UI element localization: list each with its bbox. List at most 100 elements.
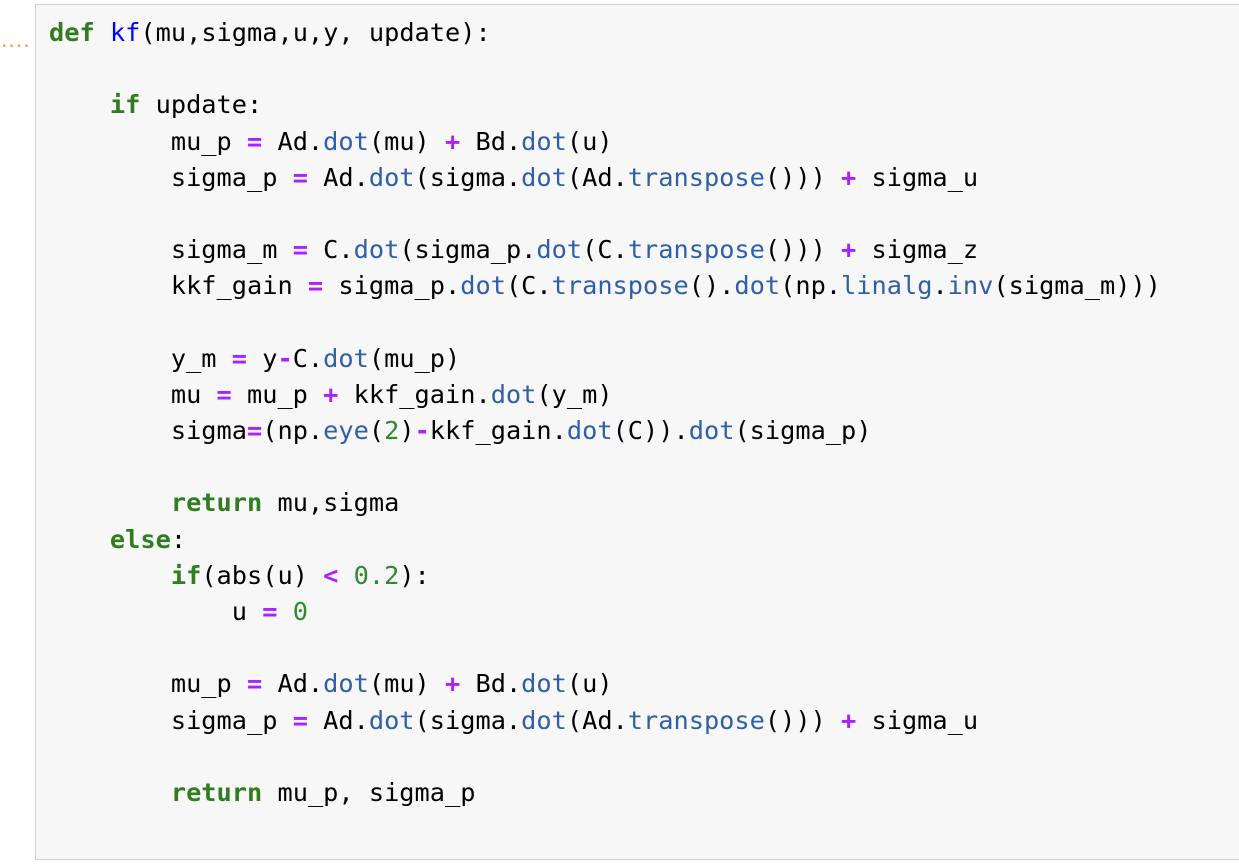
keyword-token: def xyxy=(49,18,95,47)
attribute-token: transpose xyxy=(627,162,765,192)
code-text: u xyxy=(49,597,263,626)
code-text: (C)). xyxy=(612,416,689,446)
code-line[interactable] xyxy=(49,196,1161,232)
cell-collapse-marker[interactable]: .... xyxy=(0,35,31,51)
code-line[interactable] xyxy=(49,305,1161,341)
code-text: sigma_p xyxy=(49,705,293,735)
code-editor[interactable]: def kf(mu,sigma,u,y, update): if update:… xyxy=(49,15,1161,811)
operator-token: + xyxy=(841,705,857,735)
attribute-token: dot xyxy=(323,126,369,156)
code-text: Ad. xyxy=(262,669,324,699)
code-text: (Ad. xyxy=(566,705,628,735)
code-line[interactable]: sigma_m = C.dot(sigma_p.dot(C.transpose(… xyxy=(49,232,1161,268)
operator-token: < xyxy=(323,560,339,590)
code-line[interactable] xyxy=(49,449,1161,485)
code-text: (sigma. xyxy=(414,162,522,192)
code-line[interactable]: sigma=(np.eye(2)-kkf_gain.dot(C)).dot(si… xyxy=(49,413,1161,449)
code-text: (sigma. xyxy=(414,705,522,735)
number-token: 2 xyxy=(384,416,400,446)
code-text: mu xyxy=(49,379,217,409)
code-text: : xyxy=(170,524,187,554)
operator-token: - xyxy=(277,343,293,373)
operator-token: + xyxy=(445,126,461,156)
code-text: (mu_p) xyxy=(368,343,461,373)
code-line[interactable]: return mu,sigma xyxy=(49,485,1161,521)
code-text: sigma_p xyxy=(49,162,293,192)
code-text xyxy=(49,561,171,590)
attribute-token: transpose xyxy=(627,705,765,735)
code-text: sigma_u xyxy=(856,162,979,192)
code-line[interactable]: else: xyxy=(49,522,1161,558)
code-text: y_m xyxy=(49,343,232,373)
attribute-token: dot xyxy=(323,669,369,699)
code-cell[interactable]: def kf(mu,sigma,u,y, update): if update:… xyxy=(35,4,1239,860)
operator-token: = xyxy=(231,343,247,373)
code-text: ())) xyxy=(764,705,842,735)
attribute-token: dot xyxy=(368,162,415,192)
code-text xyxy=(49,90,110,119)
operator-token: = xyxy=(216,379,232,409)
code-text: (u) xyxy=(566,126,613,156)
code-text: mu,sigma xyxy=(262,488,400,518)
attribute-token: dot xyxy=(368,705,415,735)
attribute-token: dot xyxy=(688,416,735,446)
operator-token: = xyxy=(292,705,308,735)
code-line[interactable]: u = 0 xyxy=(49,594,1161,630)
code-text: mu_p xyxy=(231,379,324,409)
attribute-token: eye xyxy=(323,416,369,446)
code-text: Ad. xyxy=(307,705,369,735)
code-text: kkf_gain. xyxy=(429,416,567,446)
code-text: mu_p, sigma_p xyxy=(262,777,476,807)
code-text xyxy=(49,525,110,554)
code-line[interactable]: if(abs(u) < 0.2): xyxy=(49,558,1161,594)
code-line[interactable]: return mu_p, sigma_p xyxy=(49,775,1161,811)
code-line[interactable] xyxy=(49,630,1161,666)
code-line[interactable]: def kf(mu,sigma,u,y, update): xyxy=(49,15,1161,51)
code-text: ())) xyxy=(764,235,842,265)
code-line[interactable]: mu_p = Ad.dot(mu) + Bd.dot(u) xyxy=(49,124,1161,160)
code-text: (C. xyxy=(582,235,628,265)
keyword-token: if xyxy=(109,90,141,120)
code-text: (sigma_m))) xyxy=(993,271,1161,301)
code-text: sigma_m xyxy=(49,235,293,265)
code-text: sigma_p. xyxy=(323,271,461,301)
code-text: Ad. xyxy=(307,162,369,192)
code-line[interactable]: sigma_p = Ad.dot(sigma.dot(Ad.transpose(… xyxy=(49,160,1161,196)
number-token: 0.2 xyxy=(353,560,400,590)
code-text: (y_m) xyxy=(536,379,613,409)
code-text: sigma xyxy=(49,416,247,446)
attribute-token: dot xyxy=(323,343,369,373)
code-line[interactable]: mu_p = Ad.dot(mu) + Bd.dot(u) xyxy=(49,666,1161,702)
operator-token: = xyxy=(292,235,308,265)
function-name-token: kf xyxy=(109,18,141,47)
keyword-token: return xyxy=(170,488,263,518)
code-line[interactable]: mu = mu_p + kkf_gain.dot(y_m) xyxy=(49,377,1161,413)
code-line[interactable] xyxy=(49,51,1161,87)
code-text: sigma_u xyxy=(856,705,979,735)
code-line[interactable]: if update: xyxy=(49,87,1161,123)
code-text: ())) xyxy=(764,162,842,192)
code-text: ): xyxy=(399,560,430,590)
code-text xyxy=(338,561,353,590)
code-text: (C. xyxy=(505,271,552,301)
code-text: (sigma_p) xyxy=(734,416,872,446)
attribute-token: dot xyxy=(353,235,400,265)
code-text: ) xyxy=(399,416,415,446)
code-text: y xyxy=(247,343,278,373)
code-line[interactable] xyxy=(49,739,1161,775)
operator-token: = xyxy=(307,271,324,301)
operator-token: + xyxy=(323,379,339,409)
code-line[interactable]: sigma_p = Ad.dot(sigma.dot(Ad.transpose(… xyxy=(49,703,1161,739)
operator-token: = xyxy=(247,126,263,156)
attribute-token: dot xyxy=(734,271,781,301)
code-text: sigma_z xyxy=(856,235,979,265)
number-token: 0 xyxy=(292,597,308,626)
code-line[interactable]: kkf_gain = sigma_p.dot(C.transpose().dot… xyxy=(49,268,1161,304)
code-text: Bd. xyxy=(460,126,522,156)
code-text: (sigma_p. xyxy=(399,235,537,265)
code-text: (abs(u) xyxy=(201,560,324,590)
code-text xyxy=(49,488,171,517)
keyword-token: else xyxy=(109,524,171,554)
attribute-token: dot xyxy=(536,235,583,265)
code-line[interactable]: y_m = y-C.dot(mu_p) xyxy=(49,341,1161,377)
